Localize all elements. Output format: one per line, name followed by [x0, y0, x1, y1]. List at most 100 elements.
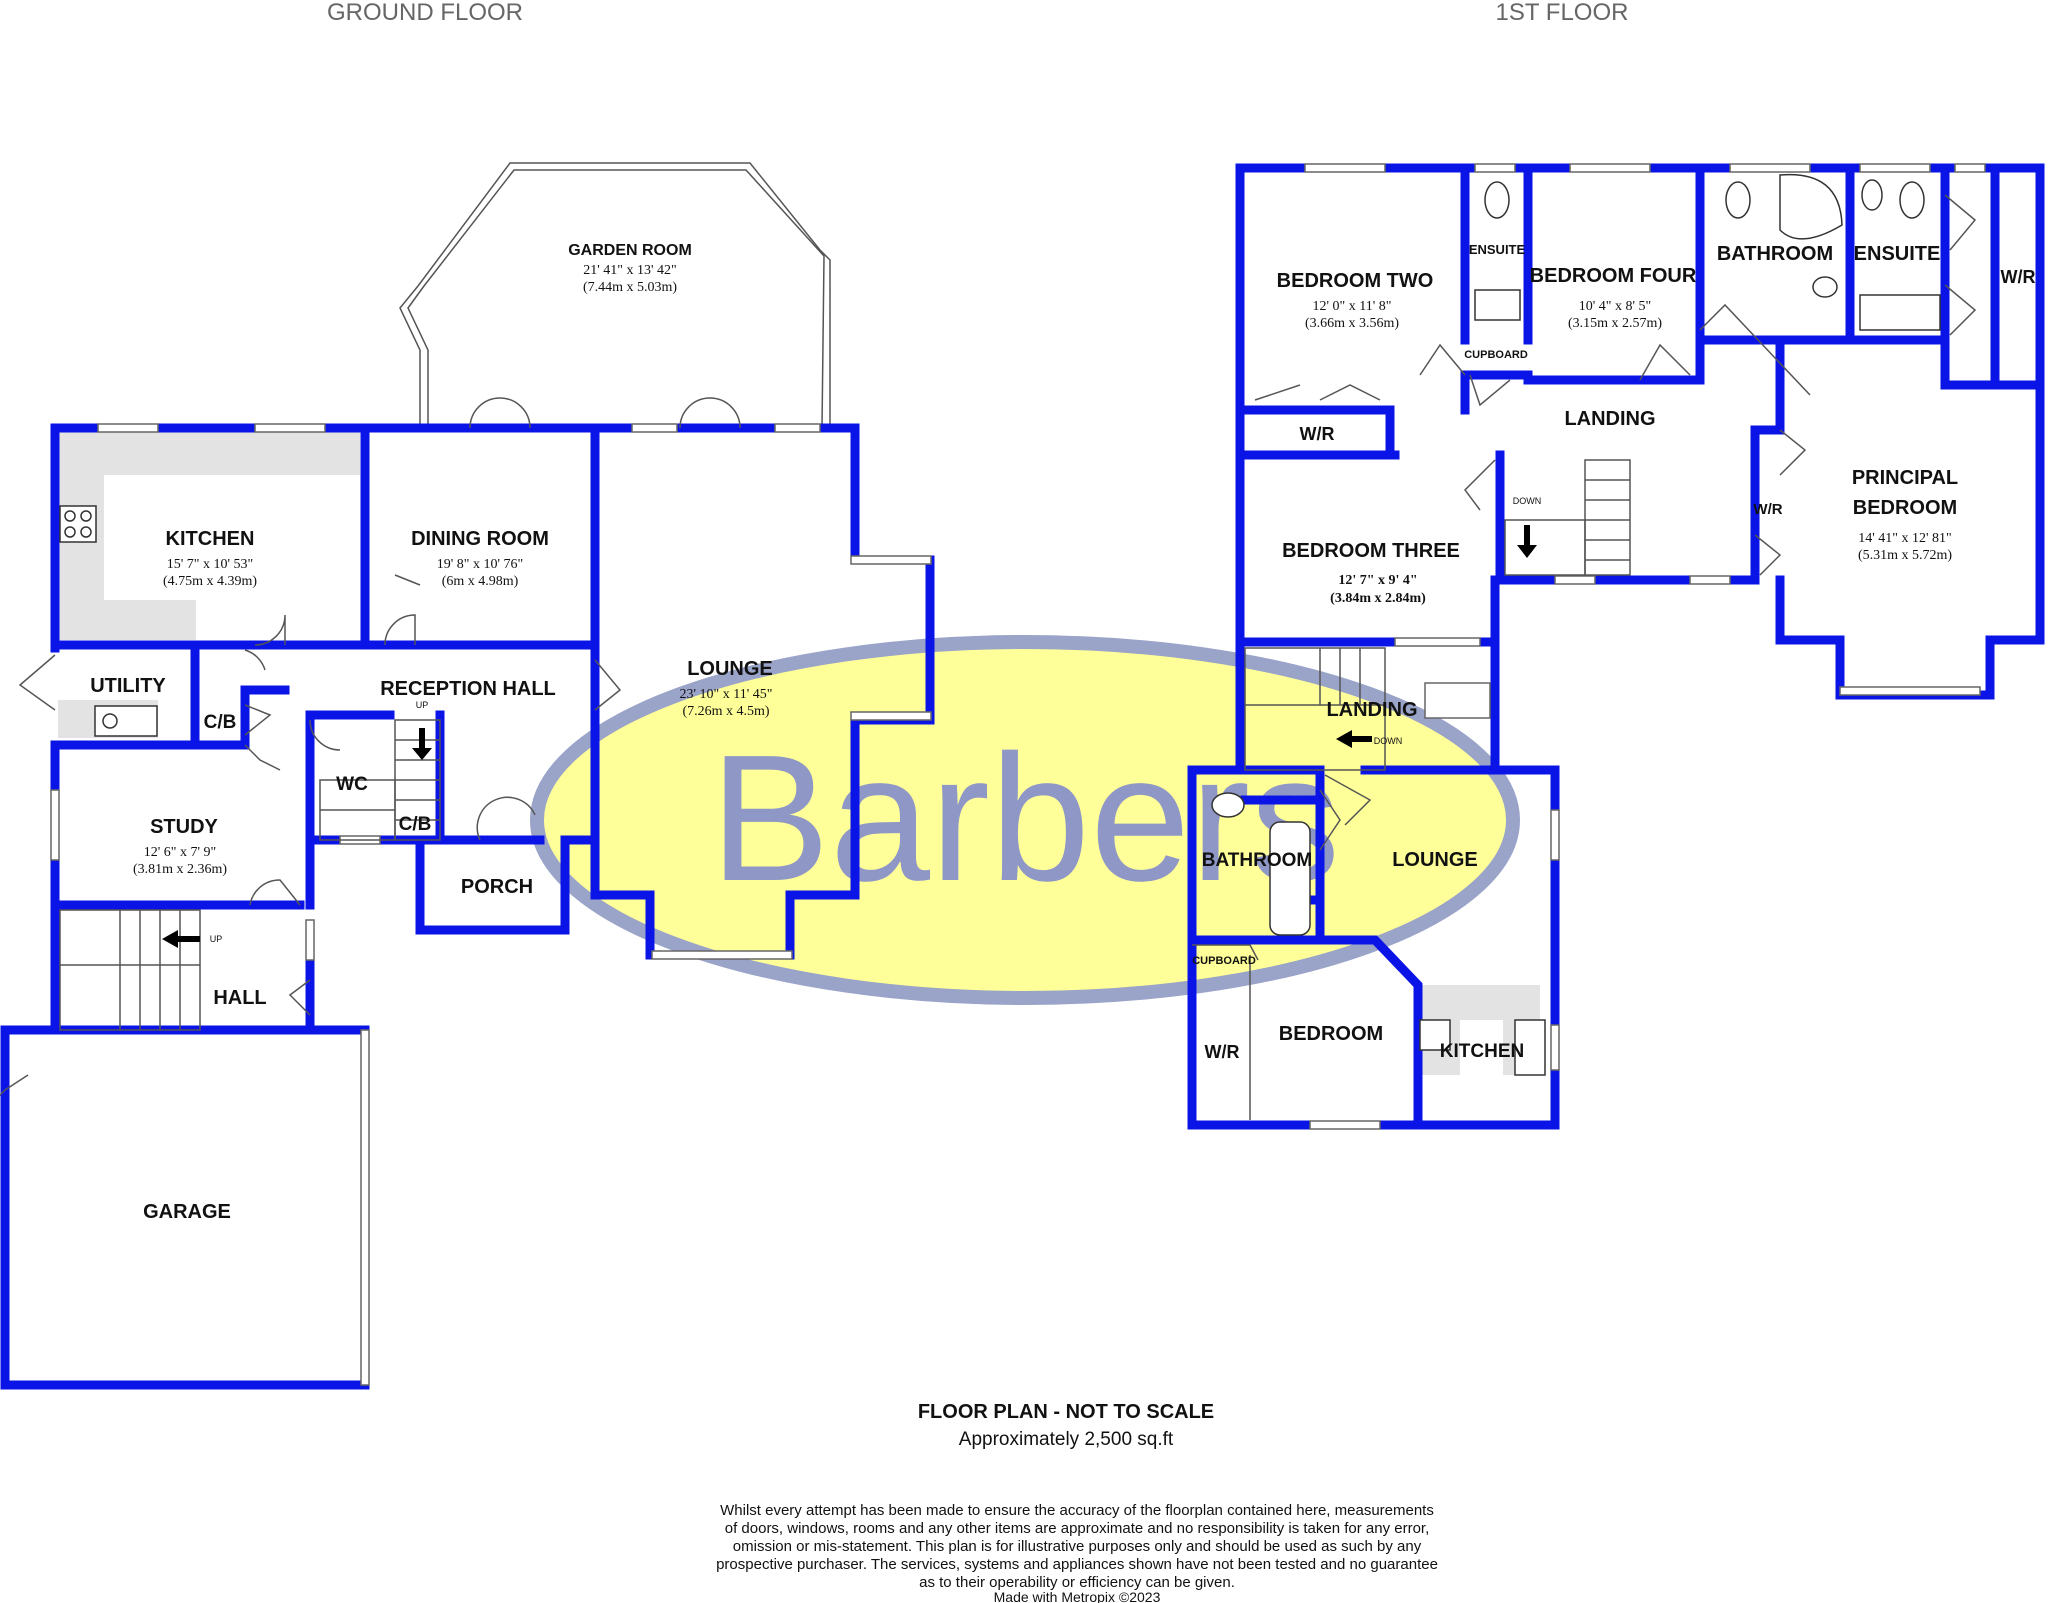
window: [1309, 1120, 1381, 1130]
door-swing: [1319, 789, 1341, 851]
door-swing: [1754, 429, 1807, 576]
door-swing: [309, 719, 341, 751]
window: [1304, 163, 1386, 173]
wall: [1187, 935, 1423, 1130]
window: [305, 919, 315, 961]
principal-bedroom-label-1: PRINCIPAL: [1852, 467, 1958, 489]
annex-cupboard-label: CUPBOARD: [1192, 955, 1256, 967]
door-swing: [594, 659, 622, 711]
window: [50, 789, 60, 861]
door-swing: [0, 1074, 29, 1097]
door-swing: [1192, 944, 1259, 961]
reception-stairs: [319, 719, 441, 841]
door-swing: [244, 744, 281, 771]
kitchen-dim-imperial: 15' 7" x 10' 53": [167, 557, 253, 572]
door-swing: [288, 979, 311, 1016]
cb-utility-label: C/B: [204, 712, 237, 733]
door-swing: [476, 796, 536, 841]
door-swing: [1639, 343, 1691, 381]
window: [850, 711, 932, 721]
bedroom-four-dim-imperial: 10' 4" x 8' 5": [1579, 299, 1651, 314]
bathroom-main-label: BATHROOM: [1717, 243, 1833, 265]
watermark-text: Barbers: [710, 718, 1340, 919]
window: [97, 423, 159, 433]
ground-floor-title: GROUND FLOOR: [327, 0, 523, 26]
stair-arrow-icon: [1336, 730, 1372, 748]
door-swing: [1419, 343, 1466, 376]
kitchen-worktop: [58, 430, 360, 640]
ensuite-principal-label: ENSUITE: [1854, 243, 1941, 265]
garden-room-label: GARDEN ROOM: [568, 242, 692, 259]
bedroom-two-dim-metric: (3.66m x 3.56m): [1305, 316, 1399, 331]
door-swing: [244, 649, 266, 671]
footer-title: FLOOR PLAN - NOT TO SCALE: [918, 1401, 1214, 1423]
bath-icon: [1269, 821, 1311, 936]
door-swing: [249, 879, 301, 906]
window: [1394, 637, 1481, 647]
annex-kitchen-worktop: [1418, 985, 1540, 1075]
door-swing: [679, 397, 741, 429]
cb-hall-label: C/B: [399, 814, 432, 835]
bedroom-four-dim-metric: (3.15m x 2.57m): [1568, 316, 1662, 331]
wall: [1775, 380, 2045, 700]
door-swing: [1469, 374, 1511, 407]
window: [1839, 686, 1981, 696]
dining-room-dim-imperial: 19' 8" x 10' 76": [437, 557, 523, 572]
bath-icon: [1779, 173, 1843, 240]
door-swing: [384, 614, 416, 646]
sink-icon: [1514, 1019, 1546, 1076]
metropix-credit: Made with Metropix ©2023: [994, 1589, 1161, 1603]
shower-icon: [1859, 294, 1941, 331]
door-swing: [1699, 303, 1811, 396]
door-swing: [244, 704, 272, 736]
disclaimer-line: omission or mis-statement. This plan is …: [733, 1538, 1422, 1555]
window: [1550, 809, 1560, 861]
window: [1954, 163, 1986, 173]
hall-label: HALL: [213, 987, 266, 1009]
window: [1569, 163, 1651, 173]
bedroom-three-dim-imperial: 12' 7" x 9' 4": [1338, 573, 1417, 588]
garden-room-glazing-inner: [407, 169, 825, 429]
annex-bedroom-label: BEDROOM: [1279, 1023, 1383, 1045]
bedroom-three-dim-metric: (3.84m x 2.84m): [1330, 591, 1426, 606]
disclaimer-line: of doors, windows, rooms and any other i…: [725, 1520, 1430, 1537]
hob-icon: [59, 505, 97, 543]
lower-landing-stairs: [1244, 647, 1491, 771]
bedroom-two-dim-imperial: 12' 0" x 11' 8": [1313, 299, 1392, 314]
principal-bedroom-label-2: BEDROOM: [1853, 497, 1957, 519]
study-dim-imperial: 12' 6" x 7' 9": [144, 845, 216, 860]
bedroom-four-label: BEDROOM FOUR: [1530, 265, 1697, 287]
garden-room-dim-imperial: 21' 41" x 13' 42": [583, 263, 676, 278]
stair-arrow-icon: [162, 930, 200, 948]
window: [254, 423, 326, 433]
door-swing: [394, 574, 421, 586]
window: [850, 555, 932, 565]
wc-label: WC: [336, 774, 368, 795]
ensuite-small-label: ENSUITE: [1469, 242, 1526, 257]
window: [1859, 163, 1931, 173]
wall: [1460, 335, 1705, 385]
kitchen-dim-metric: (4.75m x 4.39m): [163, 574, 257, 589]
wall: [1495, 450, 1760, 585]
hob-icon: [1419, 1019, 1451, 1051]
barbers-watermark: Barbers: [530, 635, 1520, 1005]
door-swing: [1464, 459, 1496, 511]
toilet-icon: [1899, 181, 1925, 219]
door-swing: [18, 654, 56, 711]
bedroom-two-label: BEDROOM TWO: [1277, 270, 1434, 292]
first-floor-title: 1ST FLOOR: [1496, 0, 1629, 26]
wall: [50, 685, 290, 750]
porch-label: PORCH: [461, 876, 533, 898]
wr-bed-two-label: W/R: [1300, 424, 1335, 444]
cupboard-top-label: CUPBOARD: [1464, 349, 1528, 361]
door-swing: [469, 397, 531, 429]
landing-top-label: LANDING: [1564, 408, 1655, 430]
window: [1689, 575, 1731, 585]
skylight: [1424, 682, 1491, 719]
garage-label: GARAGE: [143, 1201, 231, 1223]
disclaimer-line: as to their operability or efficiency ca…: [919, 1574, 1235, 1591]
reception-stair-up-label: UP: [416, 700, 429, 710]
disclaimer-line: prospective purchaser. The services, sys…: [716, 1556, 1438, 1573]
wall: [1235, 405, 1395, 460]
